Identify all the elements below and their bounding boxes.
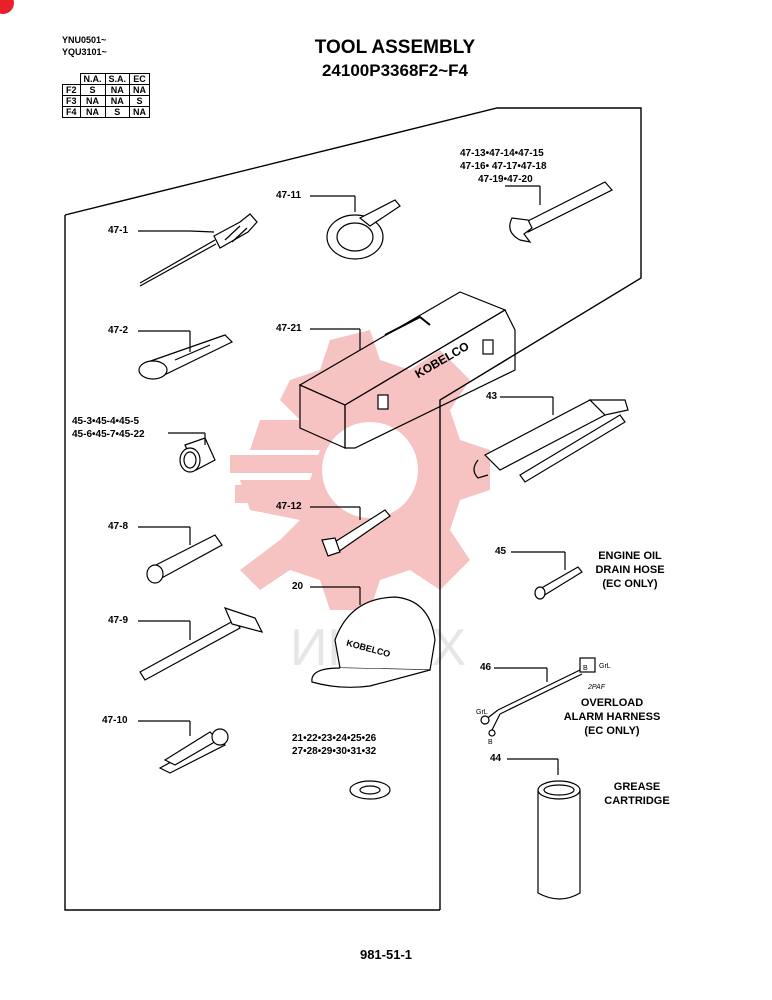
extension-bar-icon	[138, 526, 223, 584]
ratchet-handle-icon	[138, 330, 234, 380]
watermark-gear-icon	[230, 330, 490, 610]
screwdriver-icon	[138, 213, 258, 287]
callout-47-8: 47-8	[108, 521, 129, 532]
grease-gun-icon	[473, 396, 629, 483]
wire-label: GrL	[476, 709, 488, 716]
callout-47-12: 47-12	[276, 501, 302, 512]
t-bar-wrench-icon	[138, 607, 264, 681]
washer-icon	[349, 780, 391, 800]
wire-label: B	[583, 665, 588, 672]
adjustable-wrench-icon	[310, 506, 391, 557]
callout-47-2: 47-2	[108, 325, 129, 336]
callout-21-26: 21•22•23•24•25•26	[292, 733, 377, 744]
part-range: 24100P3368F2~F4	[321, 61, 469, 80]
cap-icon	[310, 586, 436, 688]
callout-27-32: 27•28•29•30•31•32	[292, 746, 377, 757]
callout-47-9: 47-9	[108, 615, 129, 626]
callout-46: 46	[480, 662, 492, 673]
note-overload-harness: OVERLOAD ALARM HARNESS (EC ONLY)	[563, 697, 661, 737]
callout-47-1: 47-1	[108, 225, 129, 236]
filter-wrench-icon	[310, 195, 401, 260]
wire-code: 2PAF	[587, 684, 606, 691]
pliers-icon	[138, 720, 229, 774]
open-end-wrench-icon	[505, 181, 613, 243]
callout-47-21: 47-21	[276, 323, 302, 334]
callout-20: 20	[292, 581, 304, 592]
wire-label: B	[488, 739, 493, 746]
callout-45-socket: 45-6•45-7•45-22	[72, 429, 145, 440]
callout-45-socket: 45-3•45-4•45-5	[72, 416, 140, 427]
page-number: 981-51-1	[359, 947, 413, 962]
corner-badge	[0, 0, 14, 14]
config-row: F4 NA S NA	[62, 106, 151, 118]
assembly-frame	[64, 107, 642, 911]
callout-43: 43	[486, 391, 498, 402]
drain-hose-icon	[511, 551, 583, 600]
serial-number: YNU0501~	[62, 35, 107, 45]
socket-icon	[168, 432, 216, 473]
callout-47-11: 47-11	[276, 190, 302, 201]
note-drain-hose: ENGINE OIL DRAIN HOSE (EC ONLY)	[595, 550, 665, 590]
callout-47-13: 47-13•47-14•47-15	[460, 148, 544, 159]
callout-47-16: 47-16• 47-17•47-18	[460, 161, 547, 172]
page-title: TOOL ASSEMBLY	[314, 37, 476, 58]
callout-45: 45	[495, 546, 507, 557]
note-grease-cartridge: GREASE CARTRIDGE	[604, 781, 670, 807]
toolbox-icon	[298, 291, 516, 449]
wire-label: GrL	[599, 663, 611, 670]
callout-44: 44	[490, 753, 502, 764]
callout-47-19: 47-19•47-20	[478, 174, 533, 185]
wire-harness-icon	[480, 657, 596, 737]
callout-47-10: 47-10	[102, 715, 128, 726]
grease-cartridge-icon	[507, 758, 581, 900]
serial-number: YQU3101~	[62, 47, 107, 57]
config-header: EC	[129, 73, 151, 85]
config-table: N.A. S.A. EC F2 S NA NA F3 NA NA S F4 NA…	[62, 73, 151, 118]
